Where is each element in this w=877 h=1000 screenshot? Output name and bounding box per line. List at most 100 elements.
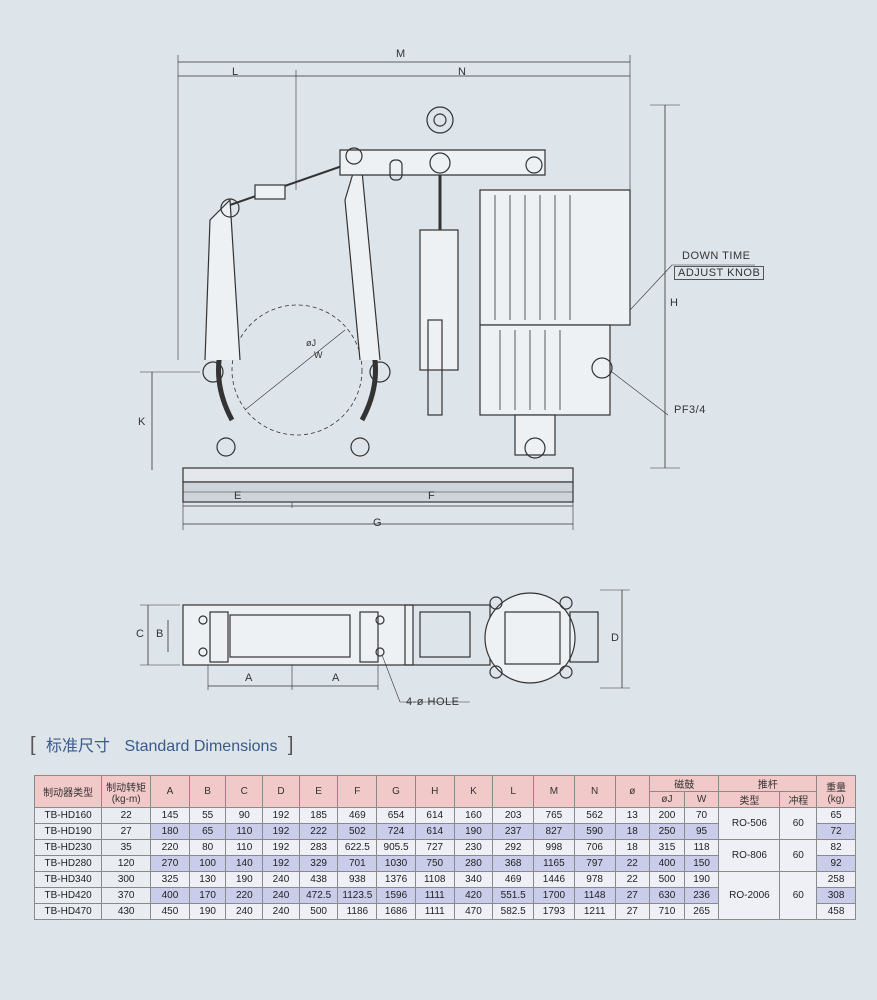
- title-bracket-close: ]: [287, 734, 294, 756]
- cell-value: 265: [683, 903, 720, 920]
- cell-model: TB-HD230: [33, 839, 103, 856]
- dimensions-table-wrap: 制动器类型 制动转矩 (kg-m) A B C D E F G H K L M …: [33, 775, 856, 920]
- cell-value: 614: [414, 807, 455, 824]
- cell-value: 203: [492, 807, 535, 824]
- cell-value: 727: [414, 839, 455, 856]
- cell-model: TB-HD340: [33, 871, 103, 888]
- cell-value: 1376: [376, 871, 416, 888]
- cell-weight: 92: [816, 855, 856, 872]
- dim-e: E: [234, 490, 242, 502]
- cell-value: 240: [225, 903, 264, 920]
- cell-value: 222: [298, 823, 339, 840]
- header-col: N: [573, 775, 616, 808]
- header-col: L: [492, 775, 535, 808]
- cell-torque: 370: [101, 887, 152, 904]
- header-col: C: [225, 775, 264, 808]
- cell-value: 438: [298, 871, 339, 888]
- cell-value: 70: [683, 807, 720, 824]
- cell-value: 192: [262, 855, 300, 872]
- cell-value: 192: [262, 807, 300, 824]
- header-col: K: [453, 775, 494, 808]
- callout-pf: PF3/4: [674, 404, 706, 416]
- title-zh: 标准尺寸: [46, 738, 111, 755]
- cell-rod-type: RO-2006: [718, 871, 781, 920]
- cell-value: 340: [453, 871, 494, 888]
- cell-weight: 65: [816, 807, 856, 824]
- header-col: A: [150, 775, 190, 808]
- header-weight: 重量 (kg): [816, 775, 856, 808]
- cell-value: 1211: [573, 903, 616, 920]
- cell-torque: 27: [101, 823, 152, 840]
- cell-value: 240: [262, 903, 300, 920]
- cell-value: 110: [225, 823, 264, 840]
- cell-value: 614: [414, 823, 455, 840]
- cell-value: 562: [573, 807, 616, 824]
- technical-drawing: M L N H K E F G øJ W C B A A D DOWN TIME…: [136, 48, 765, 708]
- cell-value: 706: [573, 839, 616, 856]
- cell-value: 145: [150, 807, 190, 824]
- cell-value: 230: [453, 839, 494, 856]
- cell-value: 750: [414, 855, 455, 872]
- cell-weight: 308: [816, 887, 856, 904]
- cell-value: 400: [649, 855, 685, 872]
- cell-value: 292: [492, 839, 535, 856]
- cell-value: 22: [614, 871, 651, 888]
- cell-value: 1111: [414, 903, 455, 920]
- cell-torque: 35: [101, 839, 152, 856]
- cell-weight: 72: [816, 823, 856, 840]
- cell-weight: 82: [816, 839, 856, 856]
- cell-value: 90: [225, 807, 264, 824]
- cell-value: 701: [337, 855, 378, 872]
- cell-value: 1123.5: [337, 887, 378, 904]
- cell-model: TB-HD280: [33, 855, 103, 872]
- cell-value: 55: [188, 807, 227, 824]
- cell-value: 724: [376, 823, 416, 840]
- header-col: G: [376, 775, 416, 808]
- cell-value: 1165: [533, 855, 575, 872]
- cell-value: 150: [683, 855, 720, 872]
- cell-value: 130: [188, 871, 227, 888]
- cell-value: 1186: [337, 903, 378, 920]
- cell-value: 998: [533, 839, 575, 856]
- cell-value: 190: [683, 871, 720, 888]
- cell-value: 582.5: [492, 903, 535, 920]
- cell-value: 1108: [414, 871, 455, 888]
- cell-value: 140: [225, 855, 264, 872]
- cell-model: TB-HD160: [33, 807, 103, 824]
- cell-torque: 22: [101, 807, 152, 824]
- cell-value: 622.5: [337, 839, 378, 856]
- title-en: Standard Dimensions: [124, 738, 278, 755]
- cell-value: 160: [453, 807, 494, 824]
- cell-value: 1793: [533, 903, 575, 920]
- cell-value: 469: [492, 871, 535, 888]
- cell-value: 905.5: [376, 839, 416, 856]
- dim-m: M: [396, 48, 406, 60]
- cell-value: 797: [573, 855, 616, 872]
- cell-value: 192: [262, 839, 300, 856]
- cell-rod-stroke: 60: [779, 871, 818, 920]
- cell-value: 220: [150, 839, 190, 856]
- cell-value: 190: [225, 871, 264, 888]
- cell-value: 185: [298, 807, 339, 824]
- cell-value: 220: [225, 887, 264, 904]
- cell-value: 190: [453, 823, 494, 840]
- cell-value: 18: [614, 823, 651, 840]
- cell-value: 1030: [376, 855, 416, 872]
- dim-h: H: [670, 297, 678, 309]
- callout-down-time: DOWN TIME: [682, 250, 751, 262]
- brake-drawing-svg: [140, 55, 755, 703]
- cell-value: 472.5: [298, 887, 339, 904]
- cell-torque: 120: [101, 855, 152, 872]
- cell-value: 27: [614, 903, 651, 920]
- dim-f: F: [428, 490, 435, 502]
- cell-value: 470: [453, 903, 494, 920]
- header-torque: 制动转矩 (kg-m): [101, 775, 152, 808]
- cell-value: 938: [337, 871, 378, 888]
- callout-hole: 4-ø HOLE: [406, 696, 460, 708]
- dim-w: W: [314, 350, 323, 360]
- cell-value: 180: [150, 823, 190, 840]
- cell-weight: 458: [816, 903, 856, 920]
